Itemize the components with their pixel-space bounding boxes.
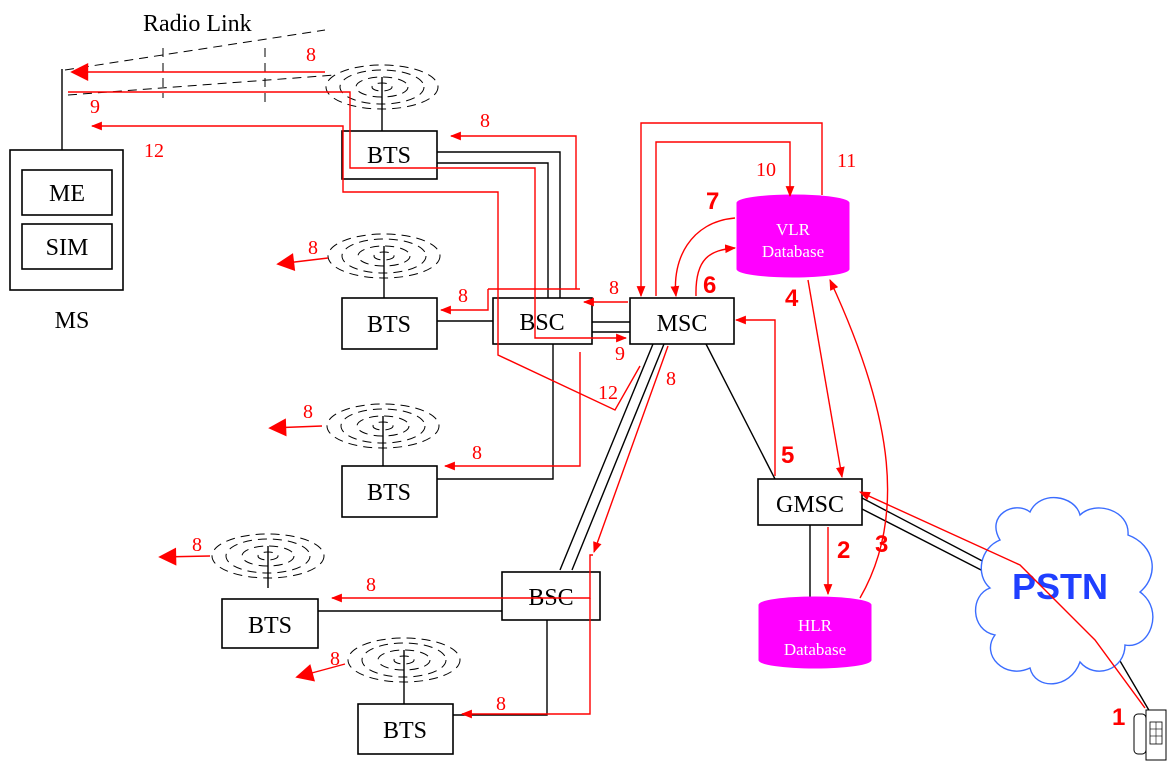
bsc-node: BSC bbox=[492, 297, 593, 345]
antenna-icon bbox=[211, 533, 325, 588]
step-2-label: 2 bbox=[837, 537, 850, 564]
svg-text:GMSC: GMSC bbox=[776, 492, 844, 518]
step-9-label: 9 bbox=[615, 343, 625, 365]
svg-text:MSC: MSC bbox=[657, 311, 708, 337]
step-6-label: 6 bbox=[703, 272, 716, 299]
bsc-node: BSC bbox=[501, 571, 601, 621]
step-10-label: 10 bbox=[756, 159, 776, 181]
bts-node: BTS bbox=[221, 598, 319, 649]
step-8-label: 8 bbox=[308, 237, 318, 259]
step-8-label: 8 bbox=[496, 693, 506, 715]
step-8-label: 8 bbox=[609, 277, 619, 299]
vlr-database: VLR Database bbox=[736, 194, 850, 278]
sim-label: SIM bbox=[46, 235, 89, 261]
svg-text:BTS: BTS bbox=[367, 143, 411, 169]
svg-text:BTS: BTS bbox=[367, 312, 411, 338]
step-12-label: 12 bbox=[144, 140, 164, 162]
telephone-icon bbox=[1133, 709, 1167, 761]
radio-link-label: Radio Link bbox=[143, 11, 252, 37]
step-11-label: 11 bbox=[837, 150, 856, 172]
step-7-label: 7 bbox=[706, 188, 719, 215]
svg-text:BSC: BSC bbox=[519, 310, 564, 336]
antenna-icon bbox=[347, 637, 461, 704]
step-labels: 1 2 3 4 5 6 7 8 8 8 8 8 8 8 8 8 8 8 8 9 … bbox=[90, 44, 1125, 731]
step-8-label: 8 bbox=[666, 368, 676, 390]
svg-text:BTS: BTS bbox=[248, 613, 292, 639]
step-4-label: 4 bbox=[785, 285, 799, 312]
step-8-label: 8 bbox=[306, 44, 316, 66]
pstn-cloud: PSTN bbox=[974, 496, 1154, 685]
network-links bbox=[61, 69, 1151, 716]
signalling-paths bbox=[68, 63, 1146, 719]
step-12-label: 12 bbox=[598, 382, 618, 404]
svg-text:HLR: HLR bbox=[798, 616, 833, 635]
mobile-station: ME SIM bbox=[9, 149, 124, 291]
radio-link-beams bbox=[64, 29, 336, 102]
antenna-icon bbox=[325, 64, 439, 131]
step-8-label: 8 bbox=[303, 401, 313, 423]
bts-node: BTS bbox=[341, 130, 438, 180]
step-3-label: 3 bbox=[875, 531, 888, 558]
step-8-label: 8 bbox=[458, 285, 468, 307]
msc-node: MSC bbox=[629, 297, 735, 345]
hlr-database: HLR Database bbox=[758, 596, 872, 669]
step-8-label: 8 bbox=[480, 110, 490, 132]
step-9-label: 9 bbox=[90, 96, 100, 118]
step-8-label: 8 bbox=[192, 534, 202, 556]
step-5-label: 5 bbox=[781, 442, 794, 469]
me-label: ME bbox=[49, 181, 85, 207]
svg-text:BTS: BTS bbox=[367, 480, 411, 506]
step-8-label: 8 bbox=[366, 574, 376, 596]
bts-node: BTS bbox=[357, 703, 454, 755]
svg-text:BTS: BTS bbox=[383, 718, 427, 744]
antenna-icon bbox=[326, 403, 440, 467]
step-1-label: 1 bbox=[1112, 704, 1125, 731]
svg-text:Database: Database bbox=[762, 242, 824, 261]
antenna-icon bbox=[327, 233, 441, 299]
gmsc-node: GMSC bbox=[757, 478, 863, 526]
bts-node: BTS bbox=[341, 465, 438, 518]
svg-text:VLR: VLR bbox=[776, 220, 811, 239]
ms-label: MS bbox=[55, 308, 90, 334]
bts-node: BTS bbox=[341, 297, 438, 350]
step-8-label: 8 bbox=[330, 648, 340, 670]
step-8-label: 8 bbox=[472, 442, 482, 464]
svg-text:Database: Database bbox=[784, 640, 846, 659]
